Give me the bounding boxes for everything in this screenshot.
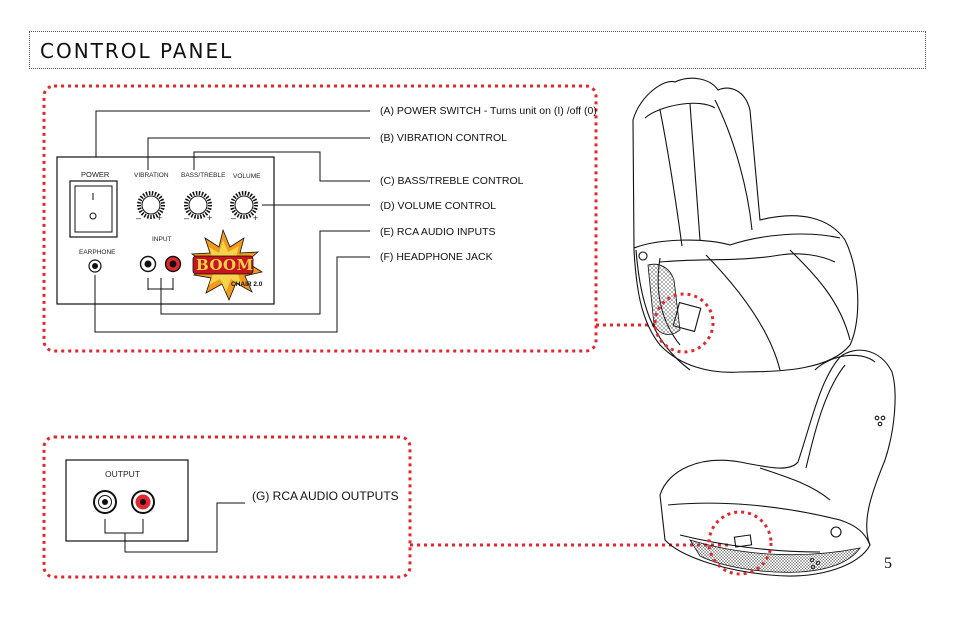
chair-top-illustration — [632, 77, 859, 373]
volume-minus: – — [231, 213, 237, 223]
input-label: INPUT — [152, 236, 172, 243]
callout-volume-control: (D) VOLUME CONTROL — [380, 200, 497, 212]
rca-input-white — [139, 255, 157, 273]
vibration-minus: – — [136, 213, 142, 223]
callout-rca-outputs: (G) RCA AUDIO OUTPUTS — [252, 489, 399, 503]
rca-output-white — [93, 490, 117, 514]
vibration-label: VIBRATION — [134, 172, 169, 179]
earphone-jack — [88, 259, 102, 273]
leader-lines — [94, 110, 370, 333]
callout-rca-inputs: (E) RCA AUDIO INPUTS — [380, 226, 496, 238]
page-title: CONTROL PANEL — [40, 39, 234, 63]
zoom-circle-top — [653, 292, 715, 354]
control-panel-callout-box — [42, 84, 598, 353]
volume-label: VOLUME — [233, 173, 261, 180]
zoom-circle-bottom — [707, 510, 773, 576]
boom-logo-subtext: CHAIR 2.0 — [231, 281, 263, 288]
rca-output-red — [131, 490, 155, 514]
output-leader — [104, 502, 245, 553]
callout-bass-treble-control: (C) BASS/TREBLE CONTROL — [380, 175, 524, 187]
section-header: CONTROL PANEL — [29, 31, 926, 69]
bass-treble-plus: + — [207, 213, 213, 223]
power-label: POWER — [81, 170, 110, 179]
chair-bottom-illustration — [659, 349, 896, 577]
earphone-label: EARPHONE — [79, 249, 116, 256]
page-number: 5 — [884, 555, 892, 572]
callout-headphone-jack: (F) HEADPHONE JACK — [380, 251, 493, 263]
callout-vibration-control: (B) VIBRATION CONTROL — [380, 132, 507, 144]
vibration-plus: + — [157, 213, 163, 223]
output-panel-face — [65, 459, 189, 542]
output-callout-box — [42, 435, 412, 579]
boom-logo-text: BOOM — [196, 256, 254, 274]
rca-input-red — [164, 255, 182, 273]
volume-plus: + — [253, 213, 259, 223]
boom-logo — [190, 228, 264, 302]
bass-treble-minus: – — [184, 213, 190, 223]
bass-treble-knob — [184, 191, 212, 219]
speaker-holes — [810, 558, 821, 570]
power-switch-rocker — [74, 185, 113, 233]
callout-power-switch: (A) POWER SWITCH - Turns unit on (I) /of… — [380, 105, 597, 117]
volume-knob — [230, 191, 258, 219]
bass-treble-label: BASS/TREBLE — [181, 172, 226, 179]
vibration-knob — [137, 191, 165, 219]
output-label: OUTPUT — [105, 469, 140, 479]
